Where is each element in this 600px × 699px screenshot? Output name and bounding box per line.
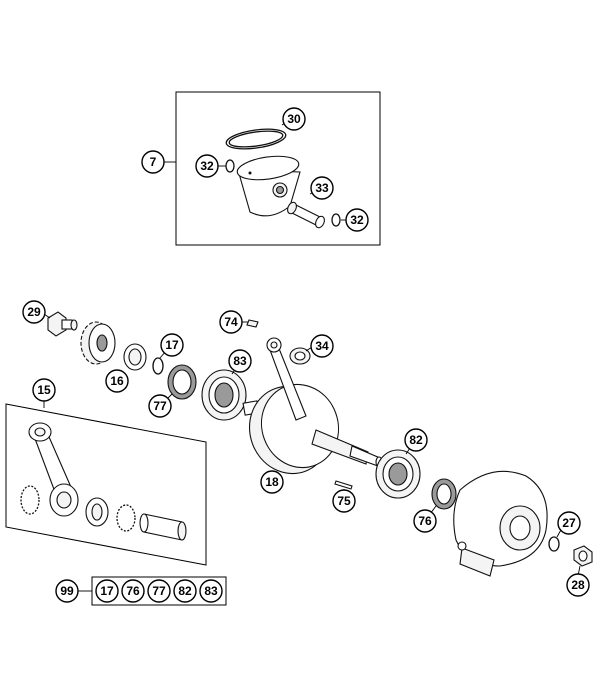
- callout-34[interactable]: 34: [310, 334, 334, 358]
- callout-28[interactable]: 28: [566, 573, 590, 597]
- callout-18[interactable]: 18: [260, 470, 284, 494]
- flange-nut: [573, 545, 593, 567]
- svg-text:83: 83: [233, 354, 247, 368]
- svg-text:76: 76: [126, 584, 140, 598]
- woodruff-key: [246, 319, 259, 328]
- primary-gear: [80, 321, 116, 365]
- crank-pin: [139, 513, 187, 541]
- callout-76[interactable]: 76: [413, 509, 437, 533]
- svg-text:82: 82: [178, 584, 192, 598]
- svg-text:34: 34: [315, 339, 329, 353]
- piston-kit-frame: [175, 91, 381, 246]
- svg-text:17: 17: [165, 338, 179, 352]
- callout-83[interactable]: 83: [228, 349, 252, 373]
- callout-27[interactable]: 27: [557, 511, 581, 535]
- spacer-sleeve: [123, 343, 147, 371]
- stator-housing: [453, 470, 548, 577]
- kit-item-77[interactable]: 77: [147, 579, 171, 603]
- svg-text:28: 28: [571, 578, 585, 592]
- callout-99[interactable]: 99: [55, 579, 79, 603]
- callout-74[interactable]: 74: [219, 310, 243, 334]
- thrust-washer-left: [20, 485, 40, 515]
- kit-item-82[interactable]: 82: [173, 579, 197, 603]
- svg-text:83: 83: [204, 584, 218, 598]
- callout-82[interactable]: 82: [404, 428, 428, 452]
- piston-ring: [225, 128, 287, 150]
- svg-text:30: 30: [287, 112, 301, 126]
- svg-text:77: 77: [153, 399, 167, 413]
- circlip-right: [331, 213, 341, 227]
- dowel-pin: [334, 480, 353, 490]
- callout-33[interactable]: 33: [310, 176, 334, 200]
- connecting-rod-assembled: [266, 337, 307, 421]
- service-kit-frame: [91, 576, 227, 606]
- kit-item-76[interactable]: 76: [121, 579, 145, 603]
- callout-32-right[interactable]: 32: [345, 208, 369, 232]
- circlip-left: [225, 159, 235, 173]
- svg-text:32: 32: [200, 159, 214, 173]
- piston: [236, 155, 301, 217]
- callout-29[interactable]: 29: [22, 300, 46, 324]
- callout-32-left[interactable]: 32: [195, 154, 219, 178]
- callout-75[interactable]: 75: [332, 489, 356, 513]
- callout-15[interactable]: 15: [32, 378, 56, 402]
- callout-16[interactable]: 16: [105, 369, 129, 393]
- callout-7[interactable]: 7: [141, 150, 165, 174]
- piston-pin: [287, 201, 325, 229]
- washer: [548, 536, 560, 552]
- svg-text:16: 16: [110, 374, 124, 388]
- svg-text:18: 18: [265, 475, 279, 489]
- svg-text:77: 77: [152, 584, 166, 598]
- shaft-seal-left: [167, 364, 197, 400]
- shaft-seal-right: [431, 478, 457, 510]
- callout-30[interactable]: 30: [282, 107, 306, 131]
- thrust-washer-right: [116, 504, 136, 532]
- svg-text:82: 82: [409, 433, 423, 447]
- svg-text:7: 7: [150, 155, 157, 169]
- svg-text:99: 99: [60, 584, 74, 598]
- kit-item-17[interactable]: 17: [95, 579, 119, 603]
- needle-bearing-small: [289, 347, 311, 365]
- ball-bearing-left: [201, 369, 247, 421]
- svg-text:76: 76: [418, 514, 432, 528]
- svg-text:27: 27: [562, 516, 576, 530]
- crankshaft-nut: [47, 311, 78, 337]
- connecting-rod: [28, 422, 79, 517]
- ball-bearing-right: [375, 449, 421, 499]
- o-ring: [152, 357, 164, 375]
- kit-item-83[interactable]: 83: [199, 579, 223, 603]
- conrod-kit-frame: [5, 403, 207, 566]
- svg-text:29: 29: [27, 305, 41, 319]
- svg-text:32: 32: [350, 213, 364, 227]
- big-end-bearing: [85, 497, 109, 527]
- svg-text:17: 17: [100, 584, 114, 598]
- crankshaft: [242, 383, 383, 475]
- callout-17[interactable]: 17: [160, 333, 184, 357]
- svg-text:75: 75: [337, 494, 351, 508]
- callout-77[interactable]: 77: [148, 394, 172, 418]
- svg-text:33: 33: [315, 181, 329, 195]
- svg-text:15: 15: [37, 383, 51, 397]
- svg-text:74: 74: [224, 315, 238, 329]
